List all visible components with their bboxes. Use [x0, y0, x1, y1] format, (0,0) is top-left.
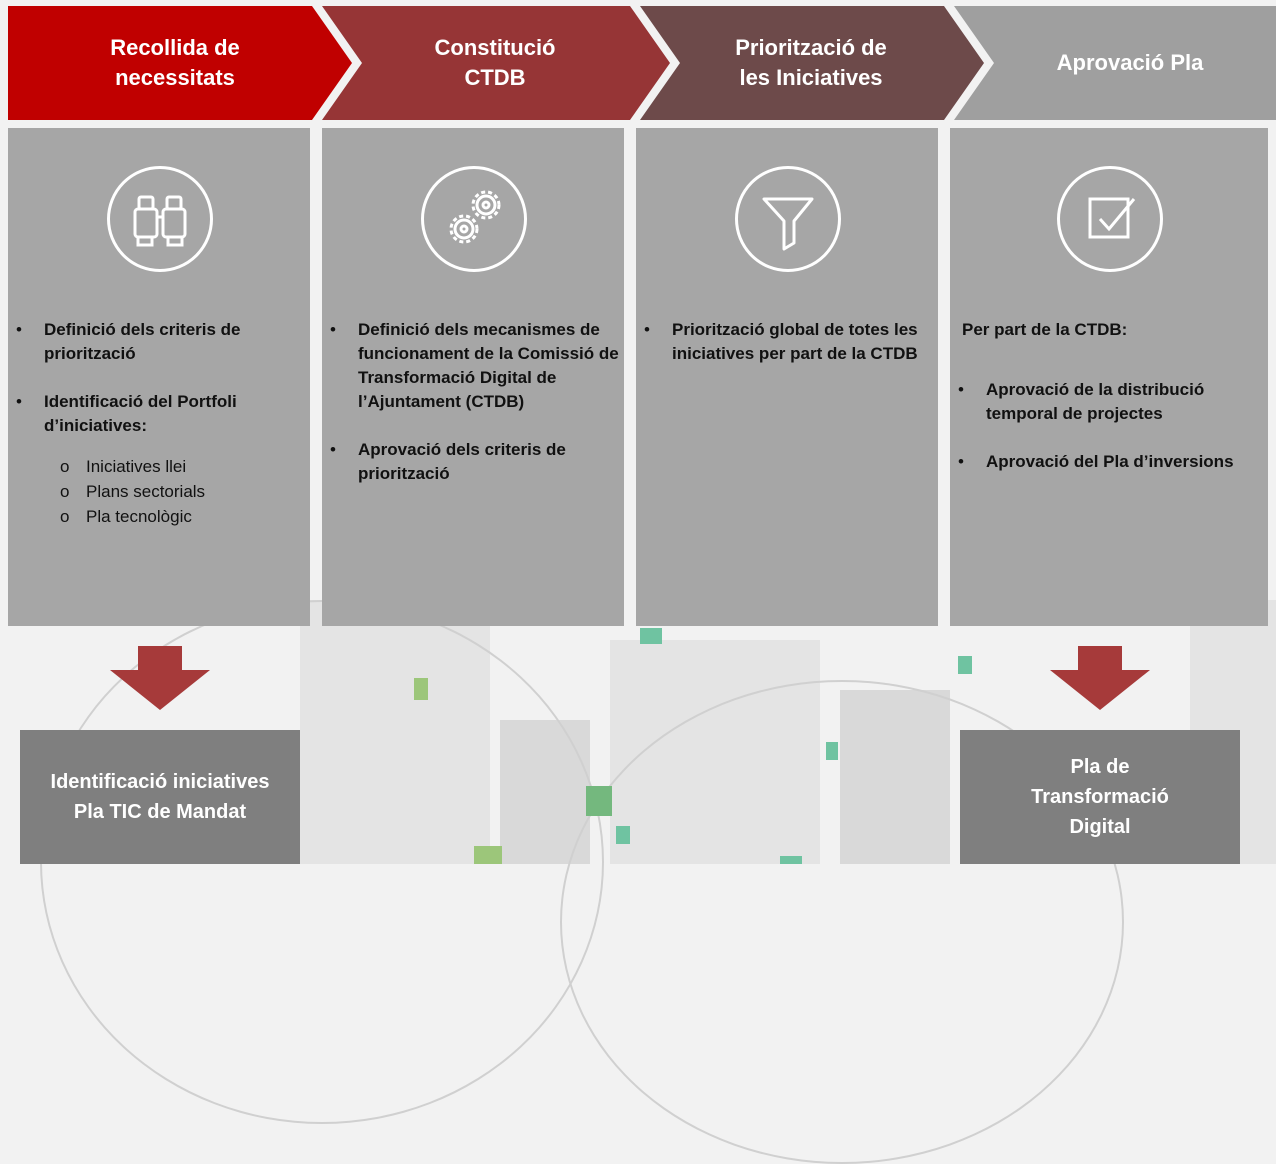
arrow-down-right — [1050, 646, 1150, 710]
binoculars-icon — [107, 166, 213, 272]
bullet-item: •Priorització global de totes les inicia… — [644, 320, 918, 363]
column-4-list: •Aprovació de la distribució temporal de… — [950, 378, 1268, 498]
output-left: Identificació iniciatives Pla TIC de Man… — [20, 730, 300, 864]
chevron-step-4 — [954, 6, 1276, 120]
column-prioritzacio: •Priorització global de totes les inicia… — [636, 128, 938, 626]
bullet-item: •Identificació del Portfoli d’iniciative… — [8, 390, 310, 529]
column-3-list: •Priorització global de totes les inicia… — [636, 318, 938, 390]
gears-icon — [421, 166, 527, 272]
bullet-item: •Definició dels criteris de priorització — [16, 320, 241, 363]
bullet-item: •Aprovació del Pla d’inversions — [958, 452, 1234, 471]
column-constitucio: •Definició dels mecanismes de funcioname… — [322, 128, 624, 626]
step-title-4: Aprovació Pla — [1056, 50, 1204, 75]
bullet-item: •Definició dels mecanismes de funcioname… — [330, 320, 619, 411]
bullet-item: •Aprovació de la distribució temporal de… — [958, 380, 1205, 423]
column-2-list: •Definició dels mecanismes de funcioname… — [322, 318, 624, 510]
chevron-step-2 — [322, 6, 670, 120]
column-aprovacio: Per part de la CTDB: •Aprovació de la di… — [950, 128, 1268, 626]
output-right: Pla de Transformació Digital — [960, 730, 1240, 864]
bullet-item: •Aprovació dels criteris de priorització — [330, 440, 566, 483]
chevron-step-1 — [8, 6, 352, 120]
funnel-icon — [735, 166, 841, 272]
chevron-step-3 — [640, 6, 984, 120]
checkbox-icon — [1057, 166, 1163, 272]
column-1-list: •Definició dels criteris de priorització… — [8, 318, 310, 553]
approval-heading: Per part de la CTDB: — [962, 320, 1128, 339]
column-recollida: •Definició dels criteris de priorització… — [8, 128, 310, 626]
arrow-down-left — [110, 646, 210, 710]
process-chevrons — [8, 6, 1276, 120]
